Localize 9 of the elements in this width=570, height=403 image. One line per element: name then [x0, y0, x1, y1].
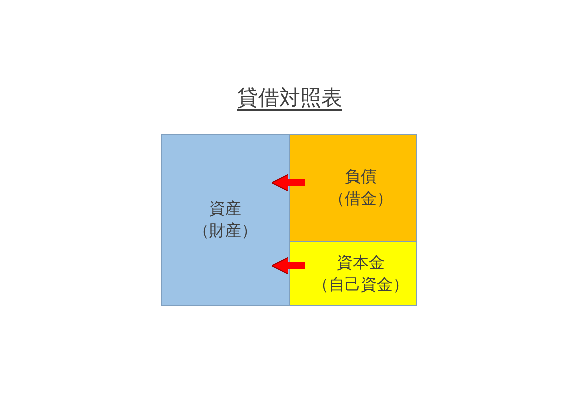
- arrow: [271, 257, 305, 275]
- account-label: 資産（財産）: [192, 198, 258, 242]
- arrow: [271, 174, 305, 192]
- account-box: [161, 134, 290, 306]
- account-label: 負債（借金）: [328, 166, 394, 210]
- account-box: [289, 241, 417, 306]
- account-label: 資本金（自己資金）: [312, 252, 410, 296]
- account-box: [289, 134, 417, 242]
- diagram-title: 貸借対照表: [236, 85, 344, 112]
